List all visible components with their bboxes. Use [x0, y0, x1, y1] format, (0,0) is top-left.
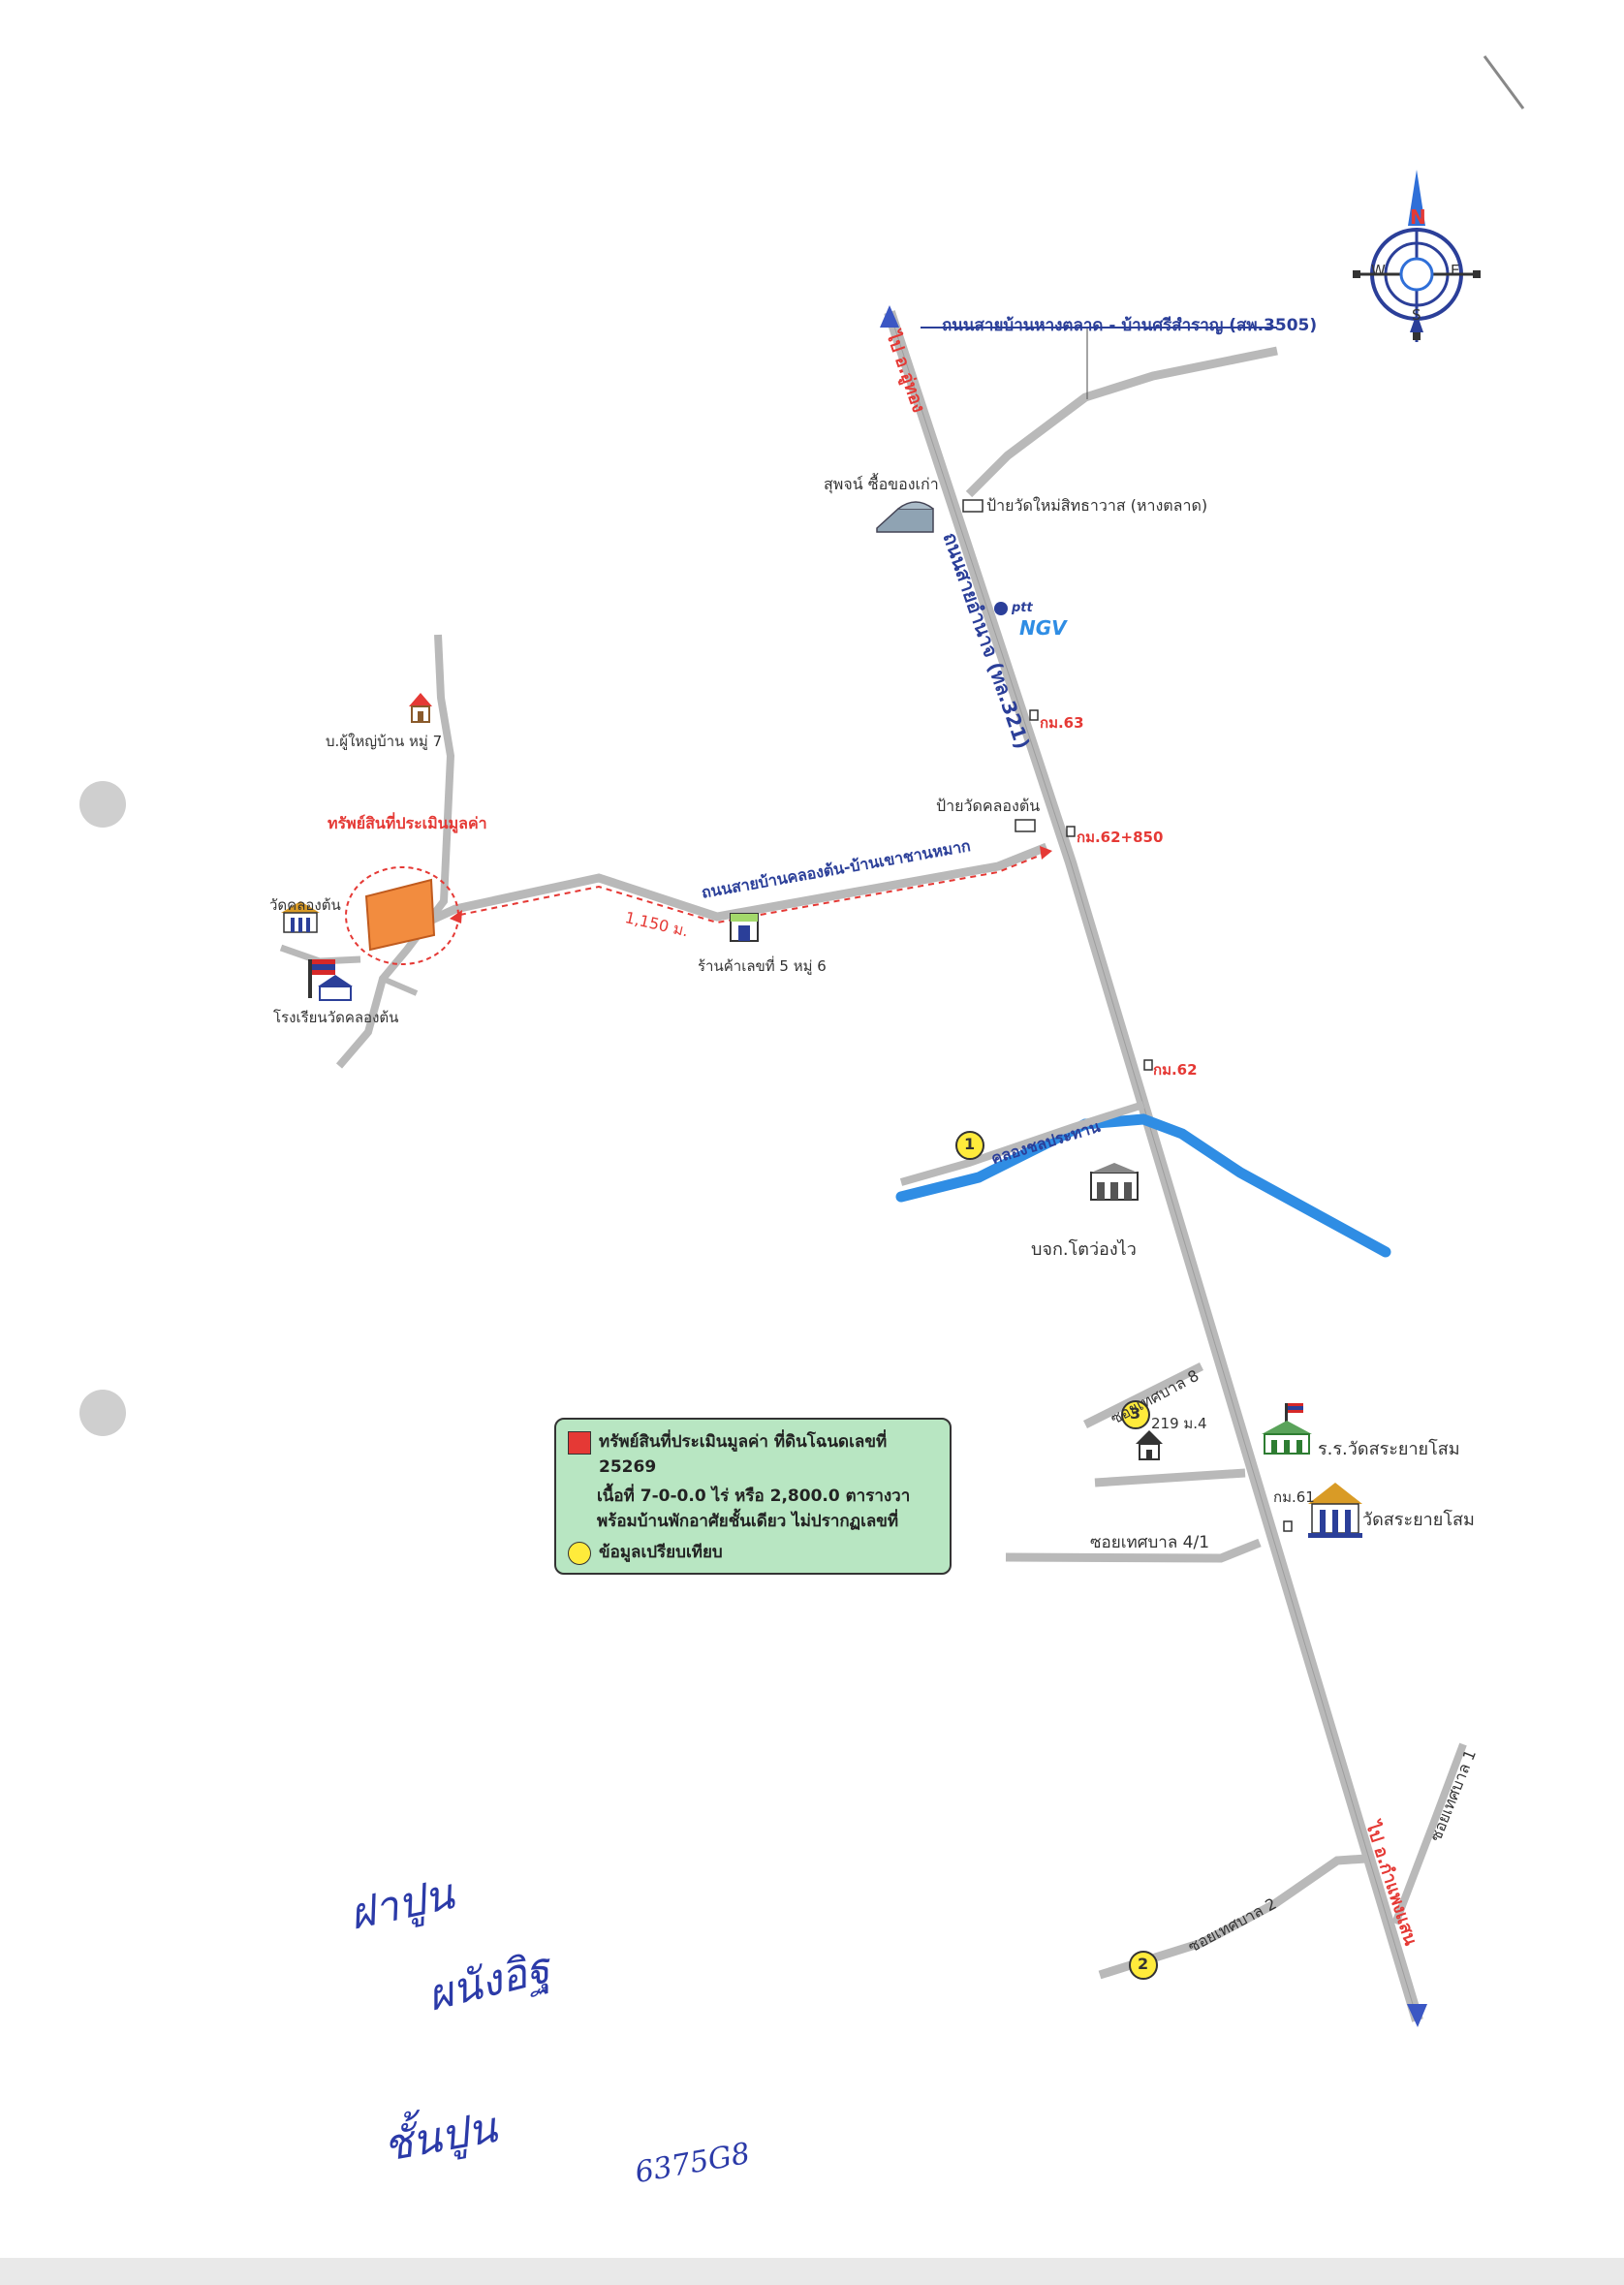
km-post-icon: [1029, 709, 1293, 1532]
subject-property-label: ทรัพย์สินที่ประเมินมูลค่า: [328, 814, 487, 832]
road-3505: [965, 346, 1278, 498]
legend-line-2: เนื้อที่ 7-0-0.0 ไร่ หรือ 2,800.0 ตารางว…: [597, 1487, 911, 1506]
temple-khlongton-icon: [281, 901, 320, 933]
punch-hole: [79, 781, 126, 828]
arrow-north: [880, 305, 899, 328]
soi-4-1-label: ซอยเทศบาล 4/1: [1090, 1533, 1210, 1552]
soi-2-road: [1098, 1854, 1367, 1980]
legend-line-1: ทรัพย์สินที่ประเมินมูลค่า ที่ดินโฉนดเลขท…: [599, 1432, 888, 1477]
km-marker-61: กม.61: [1273, 1488, 1315, 1506]
legend-line-4: ข้อมูลเปรียบเทียบ: [599, 1543, 723, 1562]
school-sarayai-icon: [1262, 1403, 1312, 1455]
ptt-label: ptt: [1012, 601, 1033, 615]
soi-1-road: [1391, 1742, 1467, 1925]
warehouse-icon: [876, 501, 934, 533]
soi-8-road: [1082, 1362, 1204, 1429]
house-219-label: 219 ม.4: [1151, 1415, 1207, 1432]
subject-property-plot: [364, 878, 436, 952]
sign-wat-mai-label: ป้ายวัดใหม่สิทธาวาส (หางตลาด): [986, 496, 1208, 515]
punch-hole: [79, 1390, 126, 1436]
compass-w: W: [1371, 262, 1386, 279]
legend-line-3: พร้อมบ้านพักอาศัยชั้นเดียว ไม่ปรากฏเลขที…: [597, 1512, 899, 1531]
temple-sarayai-icon: [1308, 1483, 1362, 1538]
comparable-number-2: 2: [1138, 1955, 1149, 1973]
property-legend-swatch: [568, 1431, 591, 1455]
warehouse-label: สุพจน์ ซื้อของเก่า: [824, 475, 939, 493]
soi-upper-road: [1094, 1468, 1246, 1487]
comparable-marker-1: [955, 1131, 984, 1160]
company-label: บจก.โตว่องไว: [1031, 1239, 1137, 1260]
comparable-legend-swatch: [568, 1542, 591, 1565]
village-road-south: [381, 976, 419, 996]
comparable-number-3: 3: [1130, 1404, 1141, 1423]
compass-n: N: [1410, 205, 1426, 229]
comparable-number-1: 1: [964, 1135, 976, 1153]
ptt-station-icon: [994, 602, 1008, 615]
km-marker-62-850: กม.62+850: [1077, 829, 1164, 846]
village-head-label: บ.ผู้ใหญ่บ้าน หมู่ 7: [326, 733, 443, 750]
company-building-icon: [1090, 1163, 1139, 1201]
compass-e: E: [1451, 262, 1460, 279]
soi-4-1-road: [1005, 1538, 1262, 1563]
shop-icon: [730, 913, 759, 942]
school-khlongton-icon: [308, 959, 353, 1001]
village-head-house-icon: [409, 693, 432, 723]
comparable-marker-3: [1121, 1400, 1150, 1429]
arrow-south: [1407, 2004, 1427, 2027]
canal-side-road: [899, 1101, 1145, 1186]
km-marker-63: กม.63: [1040, 714, 1084, 732]
irrigation-canal: [895, 1113, 1391, 1258]
sign-wat-mai-icon: [962, 499, 984, 513]
wat-sarayai-label: วัดสระยายโสม: [1362, 1510, 1475, 1530]
subject-property-circle: [345, 866, 459, 965]
house-219-icon: [1136, 1430, 1163, 1460]
map-legend: ทรัพย์สินที่ประเมินมูลค่า ที่ดินโฉนดเลขท…: [554, 1418, 952, 1575]
distance-line: [454, 852, 1047, 924]
school-khlongton-label: โรงเรียนวัดคลองต้น: [273, 1009, 399, 1026]
scan-mark: [1483, 55, 1525, 110]
compass-rose: [1353, 170, 1481, 342]
compass-s: S: [1412, 306, 1421, 324]
khlongton-road: [386, 842, 1048, 945]
shop-label: ร้านค้าเลขที่ 5 หมู่ 6: [698, 957, 827, 975]
km-marker-62: กม.62: [1153, 1061, 1198, 1079]
school-sarayai-label: ร.ร.วัดสระยายโสม: [1318, 1439, 1460, 1459]
sign-wat-khlongton-icon: [1015, 819, 1036, 832]
wat-khlongton-label: วัดคลองต้น: [269, 896, 341, 914]
ngv-label: NGV: [1019, 616, 1067, 640]
comparable-marker-2: [1129, 1951, 1158, 1980]
road-3505-label: ถนนสายบ้านหางตลาด - บ้านศรีสำราญ (สพ.350…: [942, 316, 1318, 335]
sign-wat-khlongton-label: ป้ายวัดคลองต้น: [936, 797, 1041, 815]
